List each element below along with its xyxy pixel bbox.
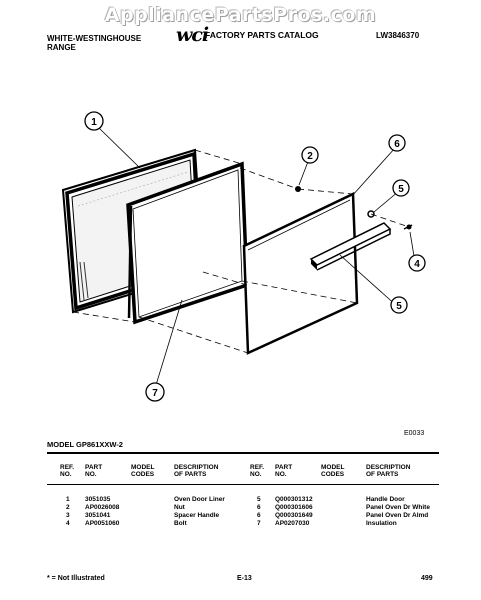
header-ref-no-right: REF.NO. — [250, 464, 265, 478]
catalog-title: FACTORY PARTS CATALOG — [205, 30, 319, 40]
callout-5-lower: 5 — [390, 296, 408, 314]
brand-label: WHITE-WESTINGHOUSE RANGE — [47, 34, 167, 52]
spacer-part — [367, 210, 375, 218]
brand-line-2: RANGE — [47, 43, 76, 52]
page-label: E-13 — [237, 575, 252, 582]
catalog-code: LW3846370 — [376, 31, 420, 40]
callout-1: 1 — [84, 111, 104, 131]
brand-line-1: WHITE-WESTINGHOUSE — [47, 34, 142, 43]
outer-panel-part — [242, 192, 359, 355]
callout-5-upper: 5 — [392, 179, 410, 197]
svg-text:5: 5 — [398, 184, 404, 195]
callout-6: 6 — [388, 134, 406, 152]
table-header-rule — [47, 484, 439, 485]
assembly-lines — [72, 149, 410, 354]
table-top-rule — [47, 452, 439, 454]
callout-4: 4 — [408, 254, 426, 272]
svg-text:6: 6 — [394, 139, 400, 150]
callout-7: 7 — [145, 382, 165, 402]
svg-text:2: 2 — [307, 151, 313, 162]
svg-text:5: 5 — [396, 301, 402, 312]
svg-text:1: 1 — [91, 117, 97, 128]
model-number: MODEL GP861XXW-2 — [47, 440, 123, 449]
svg-text:7: 7 — [152, 388, 158, 399]
svg-text:4: 4 — [414, 259, 420, 270]
not-illustrated-note: * = Not Illustrated — [47, 575, 105, 582]
callout-2: 2 — [301, 146, 319, 164]
diagram-code: E0033 — [404, 430, 425, 437]
insulation-part — [126, 161, 249, 325]
bolt-part — [403, 224, 413, 230]
wci-logo: wci — [176, 24, 209, 46]
page-number: 499 — [421, 575, 433, 582]
door-handle-part — [309, 222, 392, 271]
header-ref-no-left: REF.NO. — [60, 464, 75, 478]
